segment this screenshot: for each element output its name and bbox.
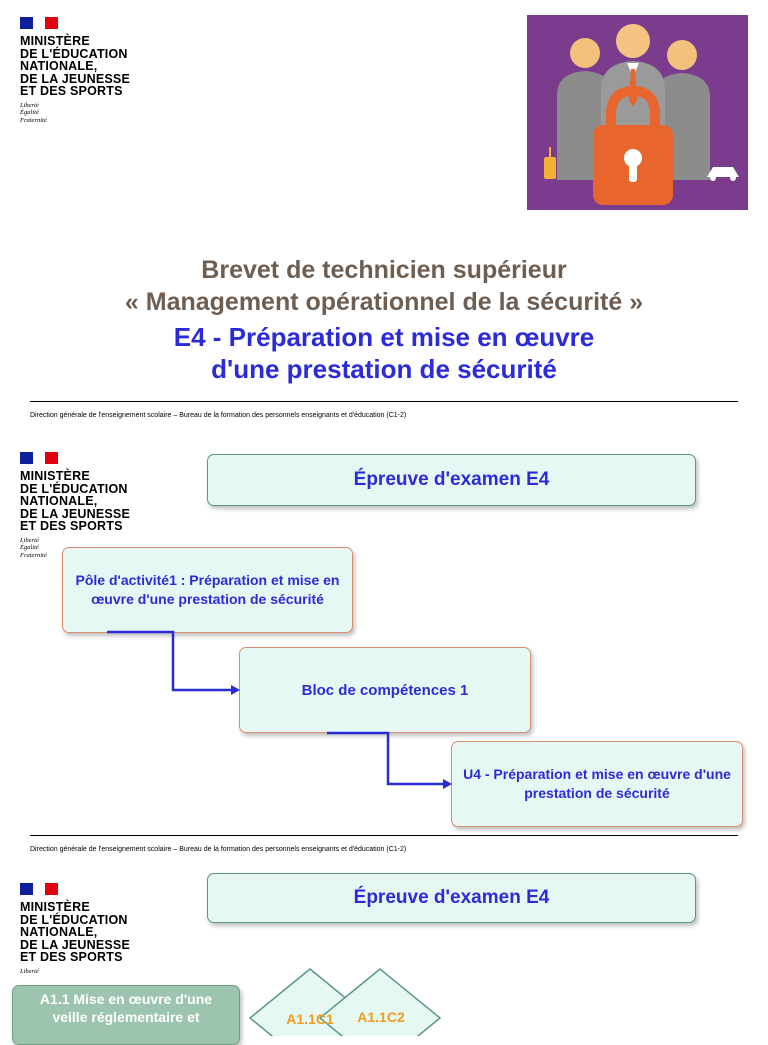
diamond-label-1: A1.1C1 — [270, 1011, 350, 1027]
separator-line — [30, 835, 738, 836]
republic-motto: Liberté — [20, 968, 130, 976]
activity-label: A1.1 Mise en œuvre d'une veille réglemen… — [21, 990, 231, 1026]
footer-text: Direction générale de l'enseignement sco… — [30, 846, 406, 853]
activity-box: A1.1 Mise en œuvre d'une veille réglemen… — [12, 985, 240, 1045]
competence-diamonds — [240, 966, 450, 1036]
connector-arrows — [0, 0, 768, 860]
diamond-label-2: A1.1C2 — [341, 1009, 421, 1025]
exam-header-box: Épreuve d'examen E4 — [207, 873, 696, 923]
french-flag-icon — [20, 883, 58, 895]
